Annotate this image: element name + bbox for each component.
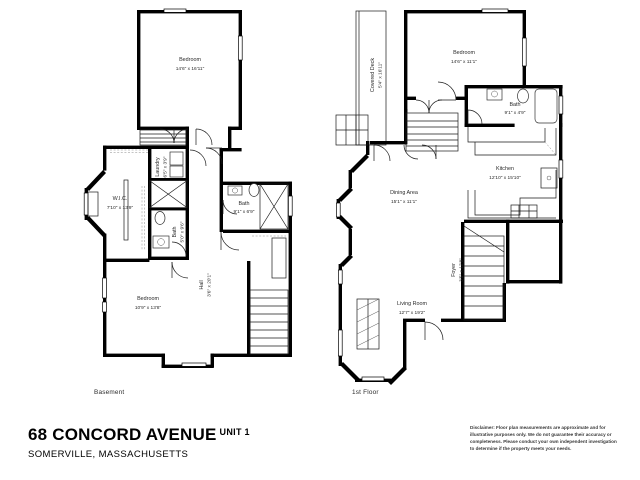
label-bedroom-1f-name: Bedroom bbox=[453, 50, 475, 56]
basement-windows bbox=[83, 8, 293, 367]
label-deck-name: Covered Deck bbox=[370, 58, 376, 92]
label-bedroom-bottom-name: Bedroom bbox=[137, 296, 159, 302]
label-bedroom-1f-dim: 14'6" x 11'1" bbox=[451, 59, 477, 65]
label-living-name: Living Room bbox=[397, 301, 427, 307]
label-foyer-dim: 3'5" x 12'8" bbox=[459, 258, 465, 282]
address-street: 68 CONCORD AVENUE bbox=[28, 425, 217, 444]
label-living-dim: 12'7" x 19'2" bbox=[399, 310, 426, 316]
basement-doors bbox=[159, 128, 240, 279]
basement-upper-stair bbox=[139, 129, 187, 146]
label-bath-right-name: Bath bbox=[238, 201, 249, 207]
caption-basement: Basement bbox=[94, 389, 125, 396]
label-bath-mid-name: Bath bbox=[172, 226, 178, 237]
label-bedroom-top-name: Bedroom bbox=[179, 57, 201, 63]
label-bedroom-top-dim: 14'6" x 16'11" bbox=[176, 66, 205, 72]
first-floor-fixtures bbox=[335, 88, 558, 350]
first-floor-stair bbox=[463, 225, 505, 321]
label-bedroom-bottom-dim: 10'9" x 13'8" bbox=[135, 305, 162, 311]
first-floor-windows bbox=[336, 8, 564, 382]
label-laundry-dim: 6'5" x 3'9" bbox=[163, 156, 169, 177]
label-bath-right-dim: 9'1" x 6'9" bbox=[234, 209, 255, 215]
disclaimer-text: Disclaimer: Floor plan measurements are … bbox=[470, 425, 617, 452]
basement-room-labels: Bedroom 14'6" x 16'11" W.I.C. 7'10" x 13… bbox=[107, 57, 255, 311]
label-kitchen-dim: 12'10" x 15'10" bbox=[489, 175, 521, 181]
first-floor-room-labels: Covered Deck 5'4" x 16'11" Bedroom 14'6"… bbox=[370, 50, 526, 316]
label-foyer-name: Foyer bbox=[451, 263, 457, 277]
label-bath-mid-dim: 5'0" x 9'6" bbox=[180, 221, 186, 242]
label-dining-dim: 15'1" x 11'1" bbox=[391, 199, 417, 205]
caption-first-floor: 1st Floor bbox=[352, 389, 379, 396]
first-floor-doors bbox=[373, 81, 483, 341]
covered-deck bbox=[355, 10, 387, 146]
label-hall-dim: 3'6" x 20'1" bbox=[207, 273, 213, 297]
label-wic-dim: 7'10" x 13'9" bbox=[107, 205, 134, 211]
first-floor-plan: Covered Deck 5'4" x 16'11" Bedroom 14'6"… bbox=[335, 8, 564, 385]
basement-fixtures bbox=[87, 129, 289, 355]
basement-stair bbox=[249, 289, 289, 355]
label-kitchen-name: Kitchen bbox=[496, 166, 514, 172]
label-wic-name: W.I.C. bbox=[113, 196, 128, 202]
label-deck-dim: 5'4" x 16'11" bbox=[378, 62, 384, 88]
deck-stair bbox=[335, 114, 369, 146]
label-bath-1f-dim: 9'1" x 4'9" bbox=[505, 110, 526, 116]
address-unit: UNIT 1 bbox=[219, 427, 250, 437]
label-dining-name: Dining Area bbox=[390, 190, 418, 196]
label-laundry-name: Laundry bbox=[155, 157, 161, 177]
fireplace bbox=[356, 298, 380, 350]
first-floor-upper-stair bbox=[405, 112, 459, 152]
basement-plan: Bedroom 14'6" x 16'11" W.I.C. 7'10" x 13… bbox=[83, 8, 293, 368]
label-bath-1f-name: Bath bbox=[509, 102, 520, 108]
address-city-state: SOMERVILLE, MASSACHUSETTS bbox=[28, 448, 189, 460]
label-hall-name: Hall bbox=[199, 280, 205, 289]
